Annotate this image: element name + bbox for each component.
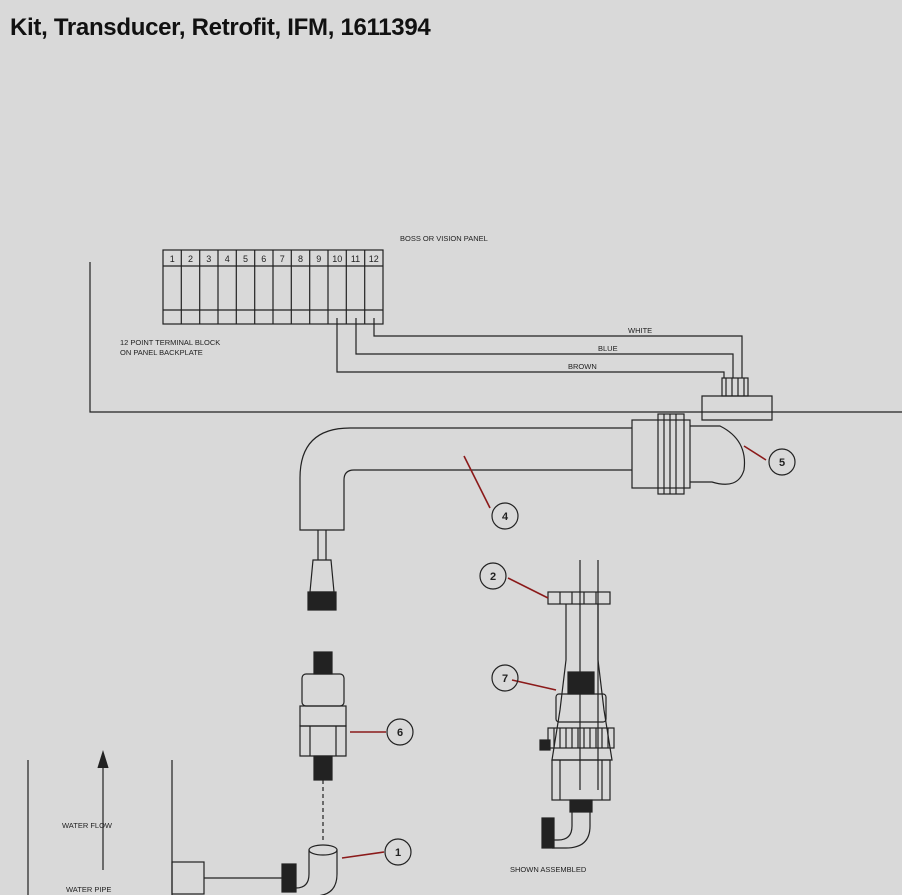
balloon-1-number: 1 [395, 847, 401, 859]
conduit-cable [299, 427, 632, 531]
assembled-view [539, 560, 615, 849]
panel-enclosure-outline [89, 262, 902, 413]
balloon-6-number: 6 [397, 727, 403, 739]
terminal-number-5: 5 [243, 254, 248, 264]
water-pipe-label: WATER PIPE [66, 885, 111, 894]
balloon-1 [384, 838, 412, 866]
leader-lines [341, 445, 767, 859]
balloon-2 [479, 562, 507, 590]
balloon-2-number: 2 [490, 571, 496, 583]
wire-blue [355, 318, 734, 378]
water-flow-label: WATER FLOW [62, 821, 113, 830]
terminal-number-6: 6 [261, 254, 266, 264]
terminal-number-12: 12 [369, 254, 379, 264]
balloon-7-number: 7 [502, 673, 508, 685]
shown-assembled-label: SHOWN ASSEMBLED [510, 865, 587, 874]
cable-end-plug [307, 530, 337, 611]
balloon-6 [386, 718, 414, 746]
wire-label-blue: BLUE [598, 344, 618, 353]
terminal-number-9: 9 [316, 254, 321, 264]
elbow-fitting [281, 844, 338, 895]
terminal-numbers: 1 2 3 4 5 6 7 8 9 10 11 12 [170, 254, 379, 264]
balloon-7 [491, 664, 519, 692]
terminal-number-7: 7 [280, 254, 285, 264]
terminal-number-8: 8 [298, 254, 303, 264]
wire-label-brown: BROWN [568, 362, 597, 371]
terminal-number-1: 1 [170, 254, 175, 264]
wire-label-white: WHITE [628, 326, 652, 335]
balloon-5-number: 5 [779, 457, 785, 469]
balloon-5 [768, 448, 796, 476]
terminal-block [162, 249, 384, 325]
wire-white [373, 318, 743, 378]
mounting-bracket [701, 395, 773, 421]
terminal-number-2: 2 [188, 254, 193, 264]
balloon-4 [491, 502, 519, 530]
terminal-number-10: 10 [332, 254, 342, 264]
terminal-number-11: 11 [351, 254, 360, 264]
balloon-4-number: 4 [502, 511, 509, 523]
strain-relief-fitting [631, 413, 746, 495]
terminal-number-3: 3 [206, 254, 211, 264]
wire-brown [336, 318, 725, 378]
transducer [299, 651, 347, 781]
page-title: Kit, Transducer, Retrofit, IFM, 1611394 [10, 14, 431, 41]
terminal-block-label-line1: 12 POINT TERMINAL BLOCK [120, 338, 220, 347]
panel-label: BOSS OR VISION PANEL [400, 234, 488, 243]
terminal-block-label-line2: ON PANEL BACKPLATE [120, 348, 203, 357]
terminal-number-4: 4 [225, 254, 230, 264]
